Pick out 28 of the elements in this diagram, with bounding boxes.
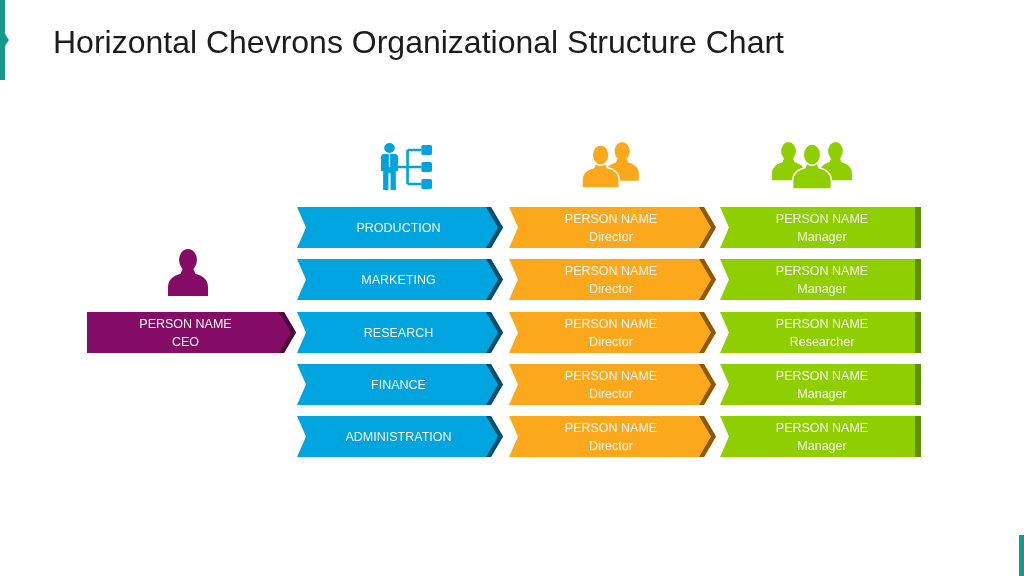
person-name: PERSON NAME [564, 419, 658, 437]
slide-title: Horizontal Chevrons Organizational Structure Chart [53, 24, 784, 60]
person-name: PERSON NAME [564, 367, 658, 385]
person-name: PERSON NAME [775, 210, 869, 228]
job-title: Director [589, 333, 633, 351]
job-title: Researcher [789, 333, 855, 351]
person-name: PERSON NAME [139, 315, 232, 333]
person-name: PERSON NAME [564, 210, 658, 228]
department-label: RESEARCH [363, 324, 434, 342]
person-name: PERSON NAME [775, 367, 869, 385]
job-title: Director [589, 228, 633, 246]
person-name: PERSON NAME [564, 262, 658, 280]
person-name: PERSON NAME [775, 262, 869, 280]
person-name: PERSON NAME [775, 315, 869, 333]
department-label: FINANCE [371, 376, 426, 394]
job-title: CEO [171, 333, 200, 351]
job-title: Director [589, 280, 633, 298]
job-title: Director [589, 385, 633, 403]
department-label: PRODUCTION [356, 219, 441, 237]
job-title: Manager [797, 228, 847, 246]
person-name: PERSON NAME [775, 419, 869, 437]
department-label: MARKETING [361, 271, 436, 289]
job-title: Manager [797, 385, 847, 403]
department-label: ADMINISTRATION [345, 428, 452, 446]
job-title: Manager [797, 437, 847, 455]
job-title: Manager [797, 280, 847, 298]
job-title: Director [589, 437, 633, 455]
person-name: PERSON NAME [564, 315, 658, 333]
